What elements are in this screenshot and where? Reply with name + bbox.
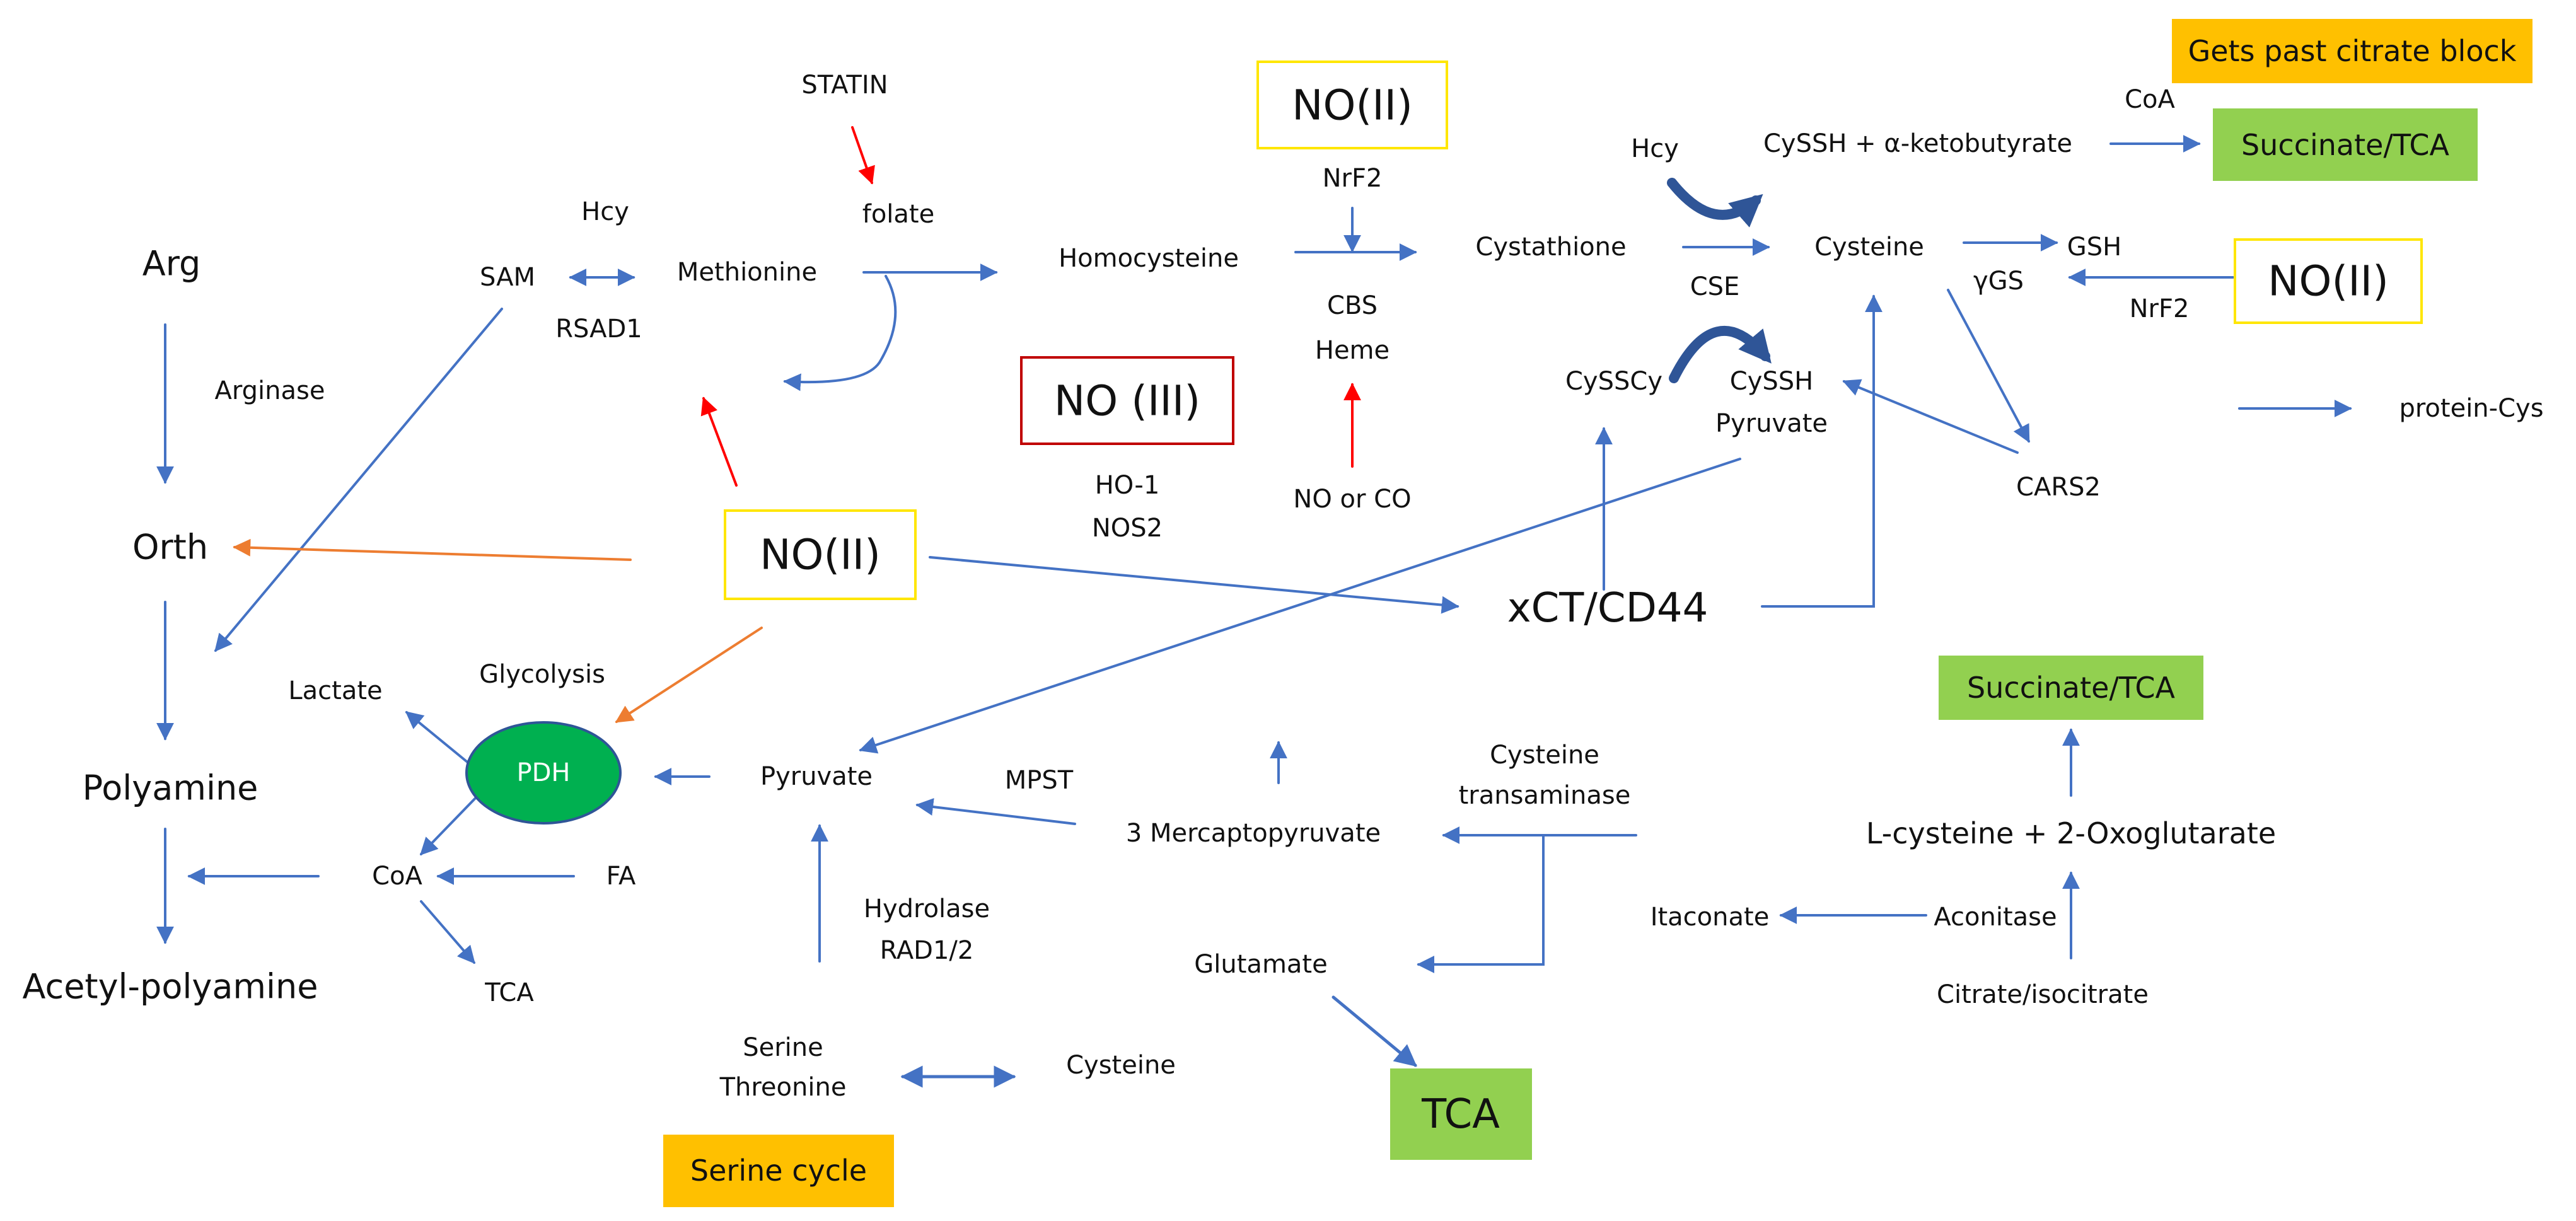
citrate-isocitrate-label: Citrate/isocitrate [1937, 980, 2149, 1009]
no-or-co-label: NO or CO [1293, 485, 1411, 514]
arginase-label: Arginase [215, 376, 325, 405]
cse-label: CSE [1690, 272, 1740, 301]
tca-bottom-label: TCA [1421, 1091, 1500, 1138]
arrow-cyssh-pyruvate [859, 458, 1741, 754]
arrow-coa-tca [420, 900, 475, 964]
ygs-label: γGS [1973, 267, 2024, 296]
no-ii-right-box: NO(II) [2234, 238, 2423, 324]
cars2-label: CARS2 [2016, 473, 2101, 502]
succinate-tca-mid-label: Succinate/TCA [1967, 671, 2175, 705]
curved-arrow-hcy [1667, 178, 1763, 228]
arrow-no-methionine [700, 396, 738, 487]
cysteine-transaminase-label-2: transaminase [1459, 781, 1631, 810]
aconitase-label: Aconitase [1934, 903, 2057, 932]
folate-label: folate [862, 200, 934, 229]
coa-top-label: CoA [2125, 85, 2175, 114]
cyssh-ketobutyrate-label: CySSH + α-ketobutyrate [1763, 129, 2072, 158]
arrow-pdh-lactate [405, 711, 471, 765]
no-ii-top-box: NO(II) [1256, 61, 1448, 149]
hydrolase-label: Hydrolase [864, 894, 990, 923]
cyssh-label: CySSH [1730, 367, 1813, 396]
no-iii-box: NO (III) [1020, 356, 1234, 445]
arg-label: Arg [142, 244, 200, 284]
coa-bottom-label: CoA [372, 862, 422, 891]
arrow-cars2-cyssh [1842, 379, 2019, 454]
arrow-methionine-down [783, 275, 897, 391]
cysteine-top-label: Cysteine [1814, 233, 1924, 262]
pdh-node: PDH [465, 721, 622, 825]
no-ii-top-label: NO(II) [1292, 81, 1413, 130]
curved-arrow-cse [1669, 325, 1772, 383]
arrow-cysteine-cars2 [1947, 289, 2030, 443]
no-ii-center-box: NO(II) [724, 509, 917, 600]
arrow-no-pdh [615, 627, 763, 723]
pyruvate-main-label: Pyruvate [760, 762, 873, 791]
rad12-label: RAD1/2 [880, 936, 974, 965]
citrate-block-label: Gets past citrate block [2188, 34, 2517, 68]
arrow-glutamate-tca [1332, 995, 1417, 1067]
arrows [156, 126, 2352, 1088]
citrate-block-box: Gets past citrate block [2172, 19, 2532, 83]
no-iii-label: NO (III) [1054, 377, 1200, 425]
cystathione-label: Cystathione [1475, 233, 1626, 262]
fa-label: FA [606, 862, 636, 891]
cysscy-label: CySSCy [1565, 367, 1662, 396]
node-labels: STATIN folate Hcy Arg SAM Methionine RSA… [23, 71, 2544, 1102]
pyruvate-top-label: Pyruvate [1715, 409, 1828, 438]
arrow-sam-polyamine [214, 308, 503, 652]
serine-label: Serine [743, 1033, 823, 1062]
arrow-statin-folate [851, 126, 875, 185]
boxes: NO(II) NO(II) NO(II) NO (III) Gets past … [465, 19, 2532, 1207]
methionine-label: Methionine [677, 258, 817, 287]
nos2-label: NOS2 [1092, 514, 1163, 543]
lactate-label: Lactate [288, 676, 382, 705]
no-ii-center-label: NO(II) [760, 531, 881, 579]
arrow-no-xct [929, 556, 1459, 614]
arrow-transaminase-glutamate [1417, 834, 1545, 973]
threonine-label: Threonine [719, 1073, 847, 1102]
l-cysteine-oxoglutarate-label: L-cysteine + 2-Oxoglutarate [1866, 816, 2276, 850]
nrf2-top-label: NrF2 [1323, 164, 1383, 193]
succinate-tca-mid-box: Succinate/TCA [1939, 656, 2203, 720]
gsh-label: GSH [2067, 233, 2121, 262]
statin-label: STATIN [801, 71, 888, 100]
acetyl-polyamine-label: Acetyl-polyamine [23, 967, 318, 1007]
mercaptopyruvate-label: 3 Mercaptopyruvate [1126, 819, 1381, 848]
tca-bottom-box: TCA [1390, 1068, 1532, 1160]
heme-label: Heme [1315, 336, 1390, 365]
xct-cd44-label: xCT/CD44 [1507, 585, 1709, 632]
hcy-left-label: Hcy [581, 197, 629, 226]
arrow-pdh-coa [420, 793, 480, 856]
nrf2-right-label: NrF2 [2130, 294, 2190, 323]
serine-cycle-label: Serine cycle [690, 1154, 867, 1188]
homocysteine-label: Homocysteine [1059, 244, 1239, 273]
orth-label: Orth [132, 528, 208, 567]
hcy-right-label: Hcy [1631, 134, 1679, 163]
pdh-label: PDH [517, 758, 571, 787]
glutamate-label: Glutamate [1194, 950, 1327, 979]
arrow-no-orth [233, 538, 632, 561]
arrow-mercapto-pyruvate [915, 798, 1076, 825]
glycolysis-label: Glycolysis [479, 660, 605, 689]
arrow-xct-cysteine [1761, 294, 1883, 608]
cysteine-transaminase-label-1: Cysteine [1490, 741, 1599, 770]
cysteine-bottom-label: Cysteine [1066, 1051, 1176, 1080]
no-ii-right-label: NO(II) [2268, 257, 2389, 306]
itaconate-label: Itaconate [1651, 903, 1770, 932]
protein-cys-label: protein-Cys [2399, 394, 2543, 423]
mpst-label: MPST [1005, 766, 1074, 795]
polyamine-label: Polyamine [83, 768, 258, 808]
ho1-label: HO-1 [1095, 471, 1160, 500]
succinate-tca-top-label: Succinate/TCA [2241, 128, 2449, 162]
cbs-label: CBS [1327, 291, 1378, 320]
rsad1-label: RSAD1 [555, 315, 642, 344]
serine-cycle-box: Serine cycle [663, 1135, 894, 1207]
tca-small-label: TCA [484, 978, 534, 1007]
sam-label: SAM [480, 263, 535, 292]
succinate-tca-top-box: Succinate/TCA [2213, 108, 2478, 181]
